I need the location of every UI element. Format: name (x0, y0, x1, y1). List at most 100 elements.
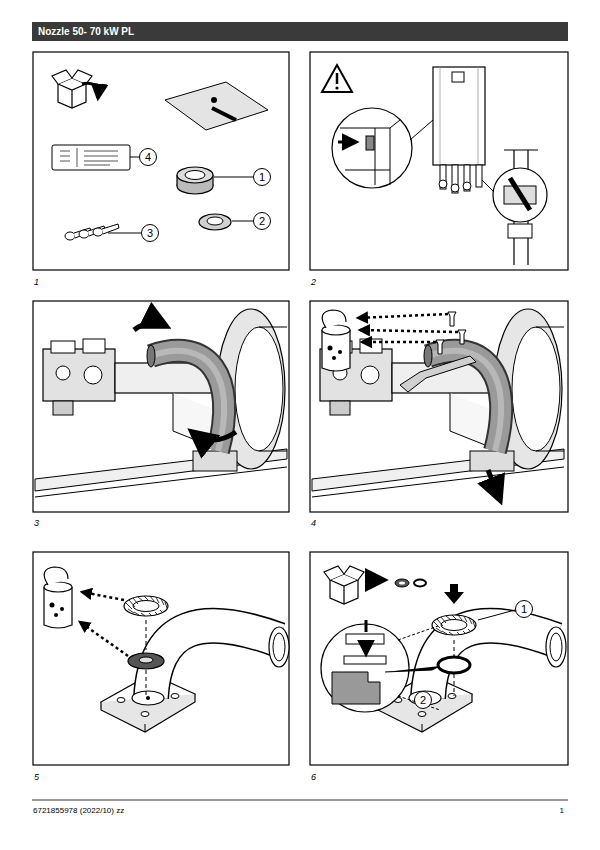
illustration-part (346, 634, 384, 644)
illustration-part (321, 624, 409, 712)
illustration-part (336, 73, 339, 84)
illustration-part (488, 470, 500, 500)
illustration-part (436, 340, 444, 354)
panel-number: 3 (34, 517, 39, 529)
illustration-part (332, 672, 380, 704)
callout-number: 1 (259, 171, 265, 183)
callout-circle: 4 (139, 148, 157, 166)
callout-circle: 1 (515, 600, 533, 618)
illustration-part (128, 653, 164, 669)
illustration-part (80, 592, 128, 656)
illustration-part (476, 165, 482, 187)
illustration-part (399, 582, 405, 585)
illustration-part (438, 657, 470, 673)
illustration-part (322, 65, 352, 92)
illustration-part (478, 610, 515, 620)
callout-number: 2 (259, 215, 265, 227)
illustration-part (400, 356, 476, 392)
document-number: 6721855978 (2022/10) zz (33, 805, 124, 816)
illustration-part (340, 120, 400, 185)
illustration-part (165, 82, 268, 130)
illustration-part (65, 224, 119, 240)
illustration-part (44, 567, 72, 628)
illustration-part (52, 145, 130, 170)
document-title: Nozzle 50- 70 kW PL (38, 25, 134, 38)
illustration-part (410, 120, 433, 140)
callout-circle: 2 (253, 212, 271, 230)
illustration-part (312, 309, 564, 497)
illustration-part (108, 233, 141, 234)
illustration-part (35, 309, 287, 497)
panel-number: 6 (311, 771, 316, 783)
illustration-part (338, 141, 356, 144)
illustration-part (82, 83, 98, 98)
panel-1-contents (52, 70, 268, 240)
callout-number: 1 (521, 603, 527, 615)
illustration-part (124, 596, 168, 616)
illustration-part (432, 615, 476, 635)
callout-circle: 1 (253, 168, 271, 186)
illustration-part (444, 584, 464, 604)
illustration-part (207, 217, 223, 225)
callout-number: 3 (147, 227, 153, 239)
illustration-part (433, 67, 485, 165)
callout-number: 4 (145, 151, 151, 163)
illustration-part (510, 178, 530, 210)
illustration-part (439, 165, 482, 193)
illustration-part (452, 72, 464, 82)
illustration-part (310, 552, 568, 765)
illustration-part (366, 136, 374, 150)
panel-number: 2 (311, 276, 316, 288)
illustration-part (324, 566, 364, 604)
illustration-part (310, 52, 568, 270)
illustration-part (60, 148, 118, 167)
illustration-part (130, 157, 139, 158)
illustration-part (335, 86, 338, 89)
illustration-part (199, 214, 231, 230)
illustration-part (322, 310, 350, 371)
panel-number: 4 (311, 517, 316, 529)
illustration-part (33, 552, 289, 765)
illustration-part (366, 578, 384, 582)
panel-frames (33, 52, 568, 765)
illustration-part (493, 168, 547, 222)
illustration-part (414, 580, 426, 587)
illustration-part (80, 622, 128, 656)
illustration-part (362, 341, 436, 344)
illustration-part (310, 301, 568, 512)
illustration-part (212, 108, 236, 120)
illustration-part (440, 165, 446, 189)
panel-4-contents (312, 309, 564, 500)
illustration-part (452, 165, 458, 193)
illustration-part (482, 180, 494, 192)
illustration-part (360, 330, 458, 332)
illustration-part (134, 323, 166, 330)
callout-circle: 3 (141, 224, 159, 242)
illustration-part (139, 657, 153, 663)
illustration-part (344, 656, 386, 664)
illustration-part (395, 579, 409, 587)
illustration-part (463, 182, 471, 190)
illustration-part (101, 626, 289, 732)
illustration-part (185, 171, 205, 180)
footer-rule (32, 800, 568, 801)
illustration-part (440, 67, 478, 165)
illustration-part (82, 592, 124, 600)
illustration-part (52, 70, 92, 108)
illustration-part (358, 314, 458, 342)
illustration-part (385, 666, 440, 672)
illustration-part (451, 184, 459, 192)
illustration-part (458, 330, 466, 344)
illustration-part (365, 620, 368, 654)
illustration-part (93, 228, 103, 236)
illustration-part (177, 167, 213, 183)
panel-3-contents (35, 309, 287, 497)
illustration-part (508, 224, 532, 238)
illustration-part (439, 180, 447, 188)
panel-number: 5 (34, 771, 39, 783)
illustration-part (33, 301, 289, 512)
callout-circle: 2 (414, 691, 432, 709)
illustration-part (65, 232, 75, 240)
illustration-part (448, 312, 456, 326)
